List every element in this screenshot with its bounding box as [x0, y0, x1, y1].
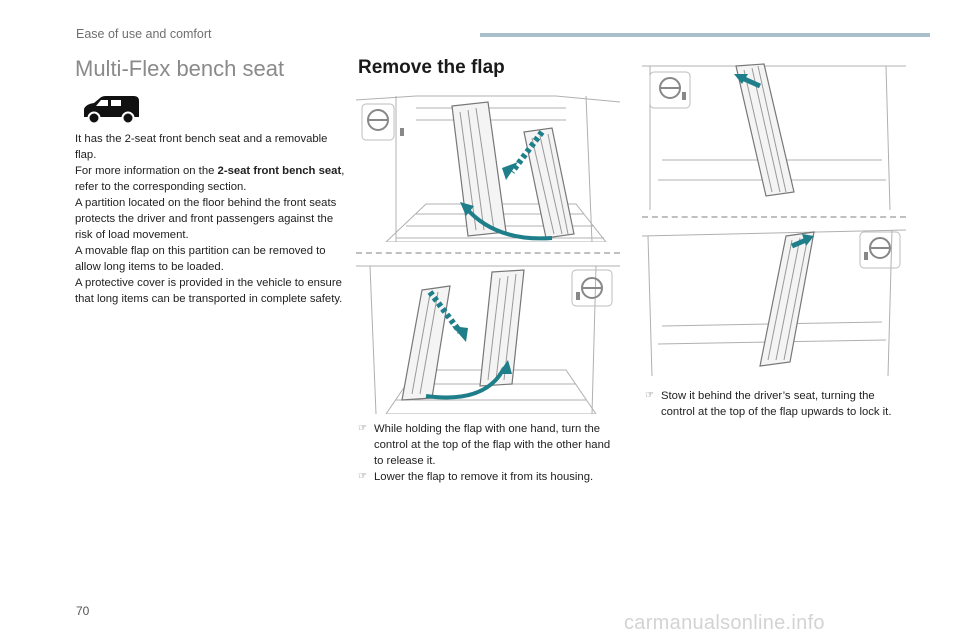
pointing-hand-icon: ☞ — [358, 423, 367, 434]
page-number: 70 — [76, 604, 90, 618]
divider-dashed-right — [642, 216, 906, 218]
intro-paragraph-3: A partition located on the floor behind … — [75, 197, 337, 241]
intro-paragraph-2: For more information on the 2-seat front… — [75, 165, 345, 193]
intro-text: It has the 2-seat front bench seat and a… — [75, 131, 345, 307]
instructions-left: ☞While holding the flap with one hand, t… — [358, 421, 620, 485]
instruction-step: ☞Lower the flap to remove it from its ho… — [358, 471, 594, 483]
flap-panel — [735, 63, 795, 197]
van-icon — [84, 96, 139, 125]
header-bar — [480, 33, 930, 37]
intro-paragraph-5: A protective cover is provided in the ve… — [75, 277, 343, 305]
release-arrow — [427, 290, 463, 334]
illustration-lower-flap — [356, 265, 620, 414]
turn-arrow — [509, 130, 545, 174]
divider-dashed-left — [356, 252, 620, 254]
illustration-stow-flap-1 — [642, 63, 906, 210]
intro-paragraph-1: It has the 2-seat front bench seat and a… — [75, 133, 328, 161]
illustration-stow-flap-2 — [642, 229, 906, 376]
instruction-step: ☞While holding the flap with one hand, t… — [358, 423, 611, 467]
instruction-step: ☞Stow it behind the driver’s seat, turni… — [645, 390, 892, 418]
lock-arrow — [791, 237, 807, 249]
pointing-hand-icon: ☞ — [358, 471, 367, 482]
instructions-right: ☞Stow it behind the driver’s seat, turni… — [645, 388, 907, 420]
pointing-hand-icon: ☞ — [645, 390, 654, 401]
section-label: Ease of use and comfort — [76, 27, 212, 41]
page-title: Multi-Flex bench seat — [75, 56, 285, 81]
intro-paragraph-4: A movable flap on this partition can be … — [75, 245, 326, 273]
watermark: carmanualsonline.info — [624, 612, 825, 634]
lock-arrow — [740, 75, 762, 89]
illustration-unlock-flap — [356, 95, 620, 242]
section-title: Remove the flap — [358, 57, 505, 78]
